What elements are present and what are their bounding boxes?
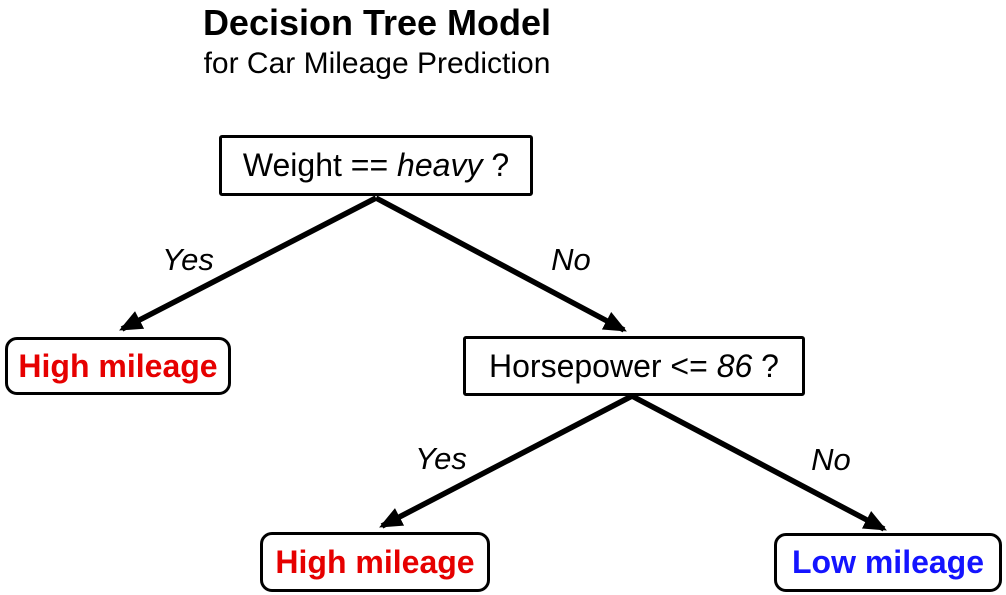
leaf-node-high-mileage-left: High mileage	[5, 337, 231, 395]
edge-root-no-arrow	[374, 195, 627, 333]
diagram-header: Decision Tree Model for Car Mileage Pred…	[47, 2, 707, 82]
decision-node-horsepower: Horsepower <= 86 ?	[463, 336, 805, 396]
edge-root-yes-arrow	[119, 195, 378, 332]
leaf-node-high-mileage-center: High mileage	[260, 532, 490, 592]
decision-node-weight: Weight == heavy ?	[219, 135, 533, 196]
edge-label-root-no: No	[551, 242, 591, 277]
leaf-node-high-mileage-left-label: High mileage	[18, 347, 218, 384]
diagram-title: Decision Tree Model	[202, 2, 552, 43]
decision-node-horsepower-text: Horsepower <= 86 ?	[489, 347, 779, 384]
decision-node-weight-text: Weight == heavy ?	[242, 147, 510, 183]
edge-hp-yes-arrow	[379, 393, 634, 529]
diagram-subtitle: for Car Mileage Prediction	[203, 47, 551, 81]
edge-label-hp-yes: Yes	[415, 441, 467, 476]
leaf-node-low-mileage-label: Low mileage	[791, 544, 985, 580]
leaf-node-high-mileage-center-label: High mileage	[275, 543, 475, 580]
leaf-node-low-mileage: Low mileage	[774, 533, 1002, 592]
edge-label-root-yes: Yes	[162, 242, 214, 277]
edge-hp-no-arrow	[630, 393, 887, 532]
edge-label-hp-no: No	[811, 442, 851, 477]
